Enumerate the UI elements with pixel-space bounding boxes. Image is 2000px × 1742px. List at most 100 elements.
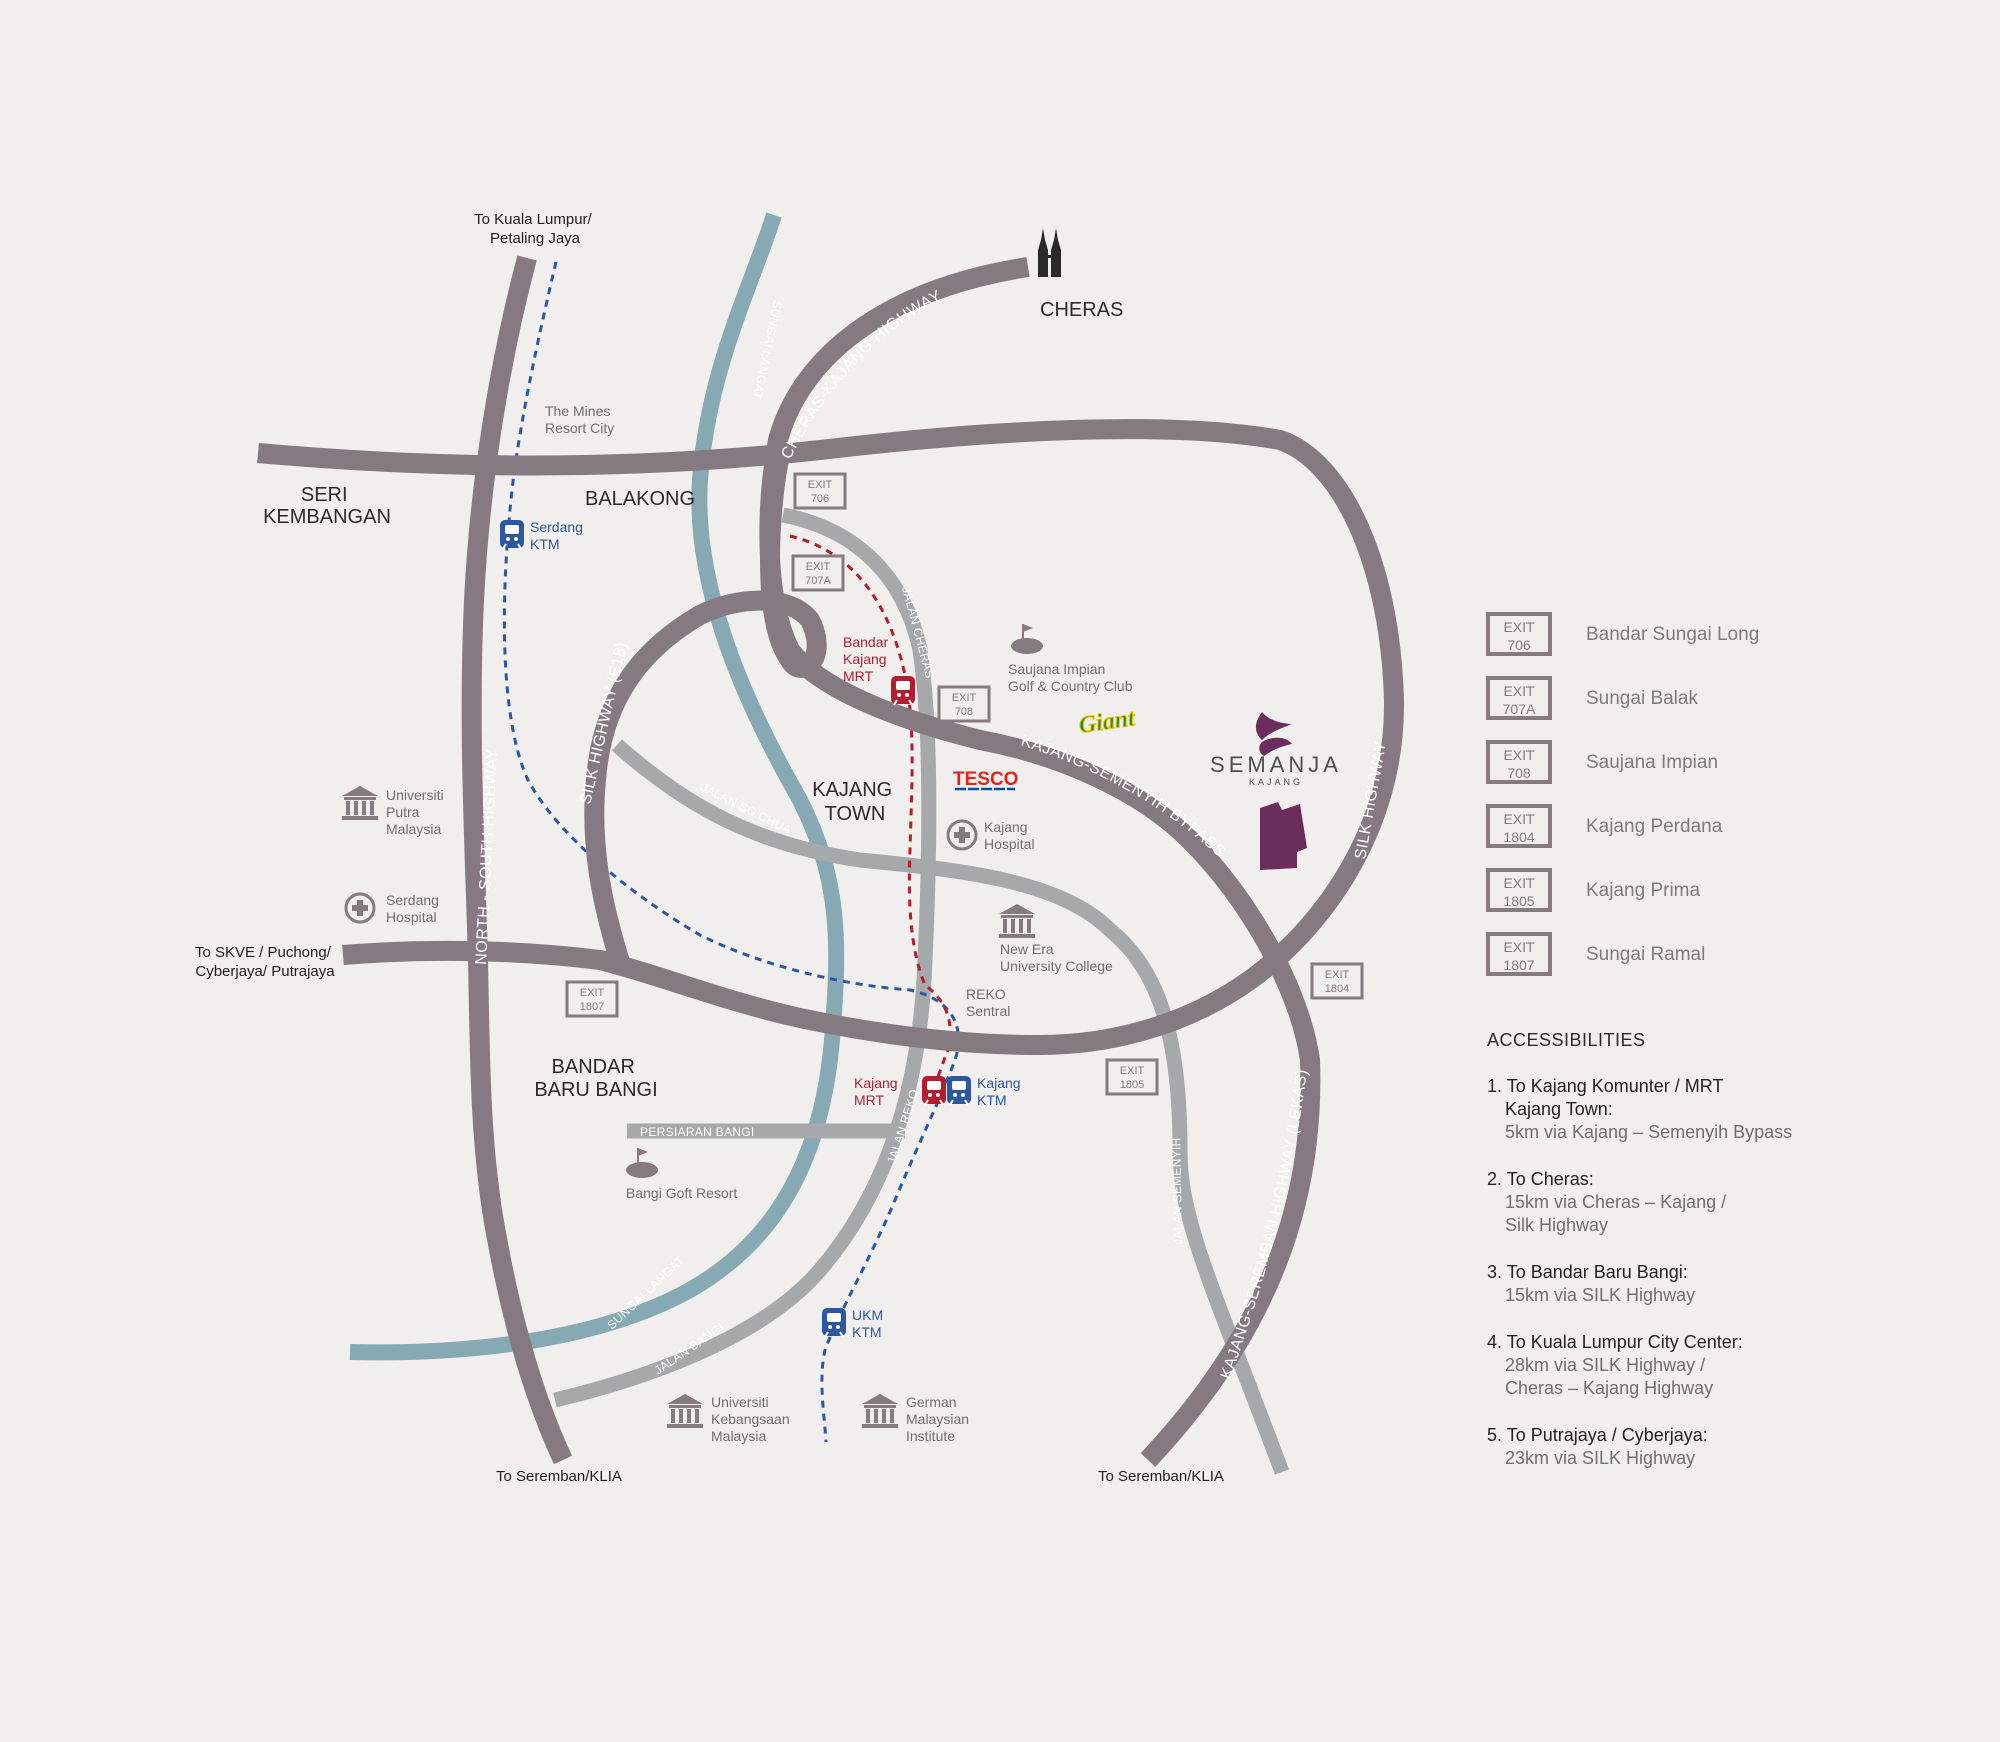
university-icon bbox=[999, 904, 1035, 938]
accessibilities-list: 1. To Kajang Komunter / MRT Kajang Town: 5… bbox=[1487, 1075, 1927, 1470]
accessibility-heading: 4. To Kuala Lumpur City Center: bbox=[1487, 1332, 1743, 1352]
hospital-icon bbox=[344, 892, 376, 924]
accessibility-detail: 5km via Kajang – Semenyih Bypass bbox=[1505, 1122, 1793, 1142]
accessibility-heading: 3. To Bandar Baru Bangi: bbox=[1487, 1262, 1688, 1282]
exit-badge: EXIT 1807 bbox=[1486, 932, 1552, 976]
area-seri-kembangan: SERI KEMBANGAN bbox=[263, 484, 391, 528]
ktm-train-icon bbox=[499, 519, 525, 550]
accessibility-detail: Silk Highway bbox=[1505, 1215, 1609, 1235]
accessibility-detail: Cheras – Kajang Highway bbox=[1505, 1378, 1714, 1398]
exit-badge-code: 1807 bbox=[1503, 957, 1535, 973]
label-sungai-langat-top: SUNGAI LANGAT bbox=[750, 299, 785, 401]
dest-seremban-right: To Seremban/KLIA bbox=[1098, 1468, 1224, 1485]
poi-new-era: New Era University College bbox=[1000, 941, 1113, 974]
accessibility-item: 5. To Putrajaya / Cyberjaya: 23km via SIL… bbox=[1487, 1424, 1927, 1470]
golf-icon bbox=[625, 1147, 659, 1179]
area-balakong: BALAKONG bbox=[585, 488, 695, 510]
exit-badge-word: EXIT bbox=[1503, 939, 1535, 955]
exit-badge-code: 1805 bbox=[1503, 893, 1535, 909]
station-serdang-ktm: Serdang KTM bbox=[530, 519, 587, 552]
label-persiaran-bangi: PERSIARAN BANGI bbox=[640, 1125, 755, 1139]
exit-badge-word: EXIT bbox=[1503, 619, 1535, 635]
cheras-kajang-highway bbox=[759, 257, 1321, 1467]
accessibility-item: 4. To Kuala Lumpur City Center: 28km via … bbox=[1487, 1331, 1927, 1400]
ktm-train-icon bbox=[946, 1075, 972, 1106]
university-icon bbox=[667, 1394, 703, 1428]
golf-icon bbox=[1010, 623, 1044, 655]
accessibility-heading-cont: Kajang Town: bbox=[1505, 1099, 1613, 1119]
kajang-silk-highway bbox=[257, 419, 1405, 1055]
exit-badge-code: 708 bbox=[1507, 765, 1531, 781]
station-kajang-ktm: Kajang KTM bbox=[977, 1075, 1024, 1108]
accessibilities-title: ACCESSIBILITIES bbox=[1487, 1030, 1646, 1050]
dest-kuala-lumpur: To Kuala Lumpur/ Petaling Jaya bbox=[474, 211, 596, 247]
accessibility-heading: 5. To Putrajaya / Cyberjaya: bbox=[1487, 1425, 1708, 1445]
accessibility-detail: 28km via SILK Highway / bbox=[1505, 1355, 1706, 1375]
semanja-wordmark: SEMANJA bbox=[1210, 752, 1342, 777]
exit-name: Kajang Prima bbox=[1586, 880, 1701, 901]
tesco-logo: TESCO bbox=[953, 769, 1018, 790]
poi-reko-sentral: REKO Sentral bbox=[966, 986, 1010, 1019]
area-bandar-baru-bangi: BANDAR BARU BANGI bbox=[534, 1056, 657, 1101]
exit-badge-word: EXIT bbox=[1503, 875, 1535, 891]
university-icon bbox=[342, 786, 378, 820]
poi-the-mines: The Mines Resort City bbox=[545, 403, 614, 436]
poi-serdang-hospital: Serdang Hospital bbox=[386, 892, 443, 925]
exit-name: Sungai Ramal bbox=[1586, 944, 1706, 965]
exit-name: Bandar Sungai Long bbox=[1586, 624, 1760, 645]
giant-logo: Giant bbox=[1077, 705, 1137, 739]
exit-badge-code: 1804 bbox=[1503, 829, 1535, 845]
exit-badge-word: EXIT bbox=[1503, 747, 1535, 763]
poi-ukm: Universiti Kebangsaan Malaysia bbox=[711, 1394, 794, 1444]
exit-badge: EXIT 708 bbox=[1486, 740, 1552, 784]
jalan-sg-chua-road bbox=[612, 739, 1290, 1475]
semanja-subtitle: KAJANG bbox=[1249, 777, 1303, 787]
accessibility-item: 1. To Kajang Komunter / MRT Kajang Town: 5… bbox=[1487, 1075, 1927, 1144]
exit-badge: EXIT 707A bbox=[1486, 676, 1552, 720]
poi-upm: Universiti Putra Malaysia bbox=[386, 787, 447, 837]
station-ukm-ktm: UKM KTM bbox=[852, 1307, 887, 1340]
label-jalan-semenyih: JALAN SEMENYIH bbox=[1169, 1137, 1185, 1245]
accessibility-item: 2. To Cheras: 15km via Cheras – Kajang / S… bbox=[1487, 1168, 1927, 1237]
exit-badge-word: EXIT bbox=[1503, 811, 1535, 827]
exit-badge-word: EXIT bbox=[1503, 683, 1535, 699]
north-south-highway bbox=[461, 255, 573, 1465]
dest-skve: To SKVE / Puchong/ Cyberjaya/ Putrajaya bbox=[195, 944, 335, 980]
semanja-logo-icon bbox=[1255, 712, 1292, 756]
semanja-site bbox=[1260, 802, 1307, 870]
ktm-train-icon bbox=[821, 1307, 847, 1338]
accessibility-heading: 1. To Kajang Komunter / MRT bbox=[1487, 1076, 1724, 1096]
mrt-train-icon bbox=[921, 1075, 947, 1106]
accessibility-item: 3. To Bandar Baru Bangi:15km via SILK Hi… bbox=[1487, 1261, 1927, 1307]
university-icon bbox=[862, 1394, 898, 1428]
exit-name: Saujana Impian bbox=[1586, 752, 1719, 773]
poi-kajang-hospital: Kajang Hospital bbox=[984, 819, 1035, 852]
petronas-towers-icon bbox=[1038, 228, 1061, 277]
station-kajang-mrt: Kajang MRT bbox=[854, 1075, 901, 1108]
accessibility-detail: 23km via SILK Highway bbox=[1505, 1448, 1696, 1468]
accessibility-heading: 2. To Cheras: bbox=[1487, 1169, 1594, 1189]
poi-bangi-golf: Bangi Goft Resort bbox=[626, 1185, 737, 1201]
area-cheras: CHERAS bbox=[1040, 299, 1123, 321]
poi-german-malaysian: German Malaysian Institute bbox=[906, 1394, 973, 1444]
accessibility-detail: 15km via Cheras – Kajang / bbox=[1505, 1192, 1727, 1212]
poi-saujana-golf: Saujana Impian Golf & Country Club bbox=[1008, 661, 1133, 694]
hospital-icon bbox=[946, 819, 978, 851]
accessibilities-panel: ACCESSIBILITIES 1. To Kajang Komunter / … bbox=[1487, 1030, 1927, 1494]
exit-name: Sungai Balak bbox=[1586, 688, 1698, 709]
exit-badge-code: 707A bbox=[1502, 701, 1536, 717]
